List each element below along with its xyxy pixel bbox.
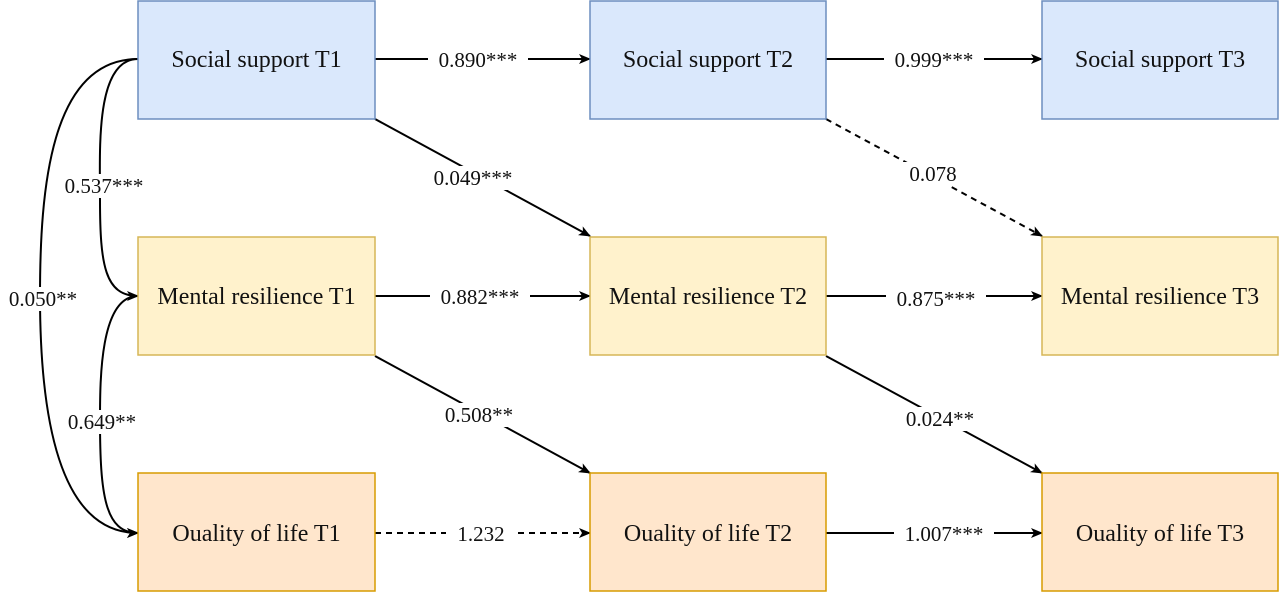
edge-label-mr1-ql1: 0.649** xyxy=(56,410,148,434)
edge-label-text: 0.890*** xyxy=(439,48,518,72)
edge-label-mr1-ql2: 0.508** xyxy=(433,403,525,427)
edge-label-text: 0.049*** xyxy=(434,166,513,190)
node-mental-resilience-t1: Mental resilience T1 xyxy=(137,236,376,356)
edge-label-text: 0.999*** xyxy=(895,48,974,72)
node-social-support-t2: Social support T2 xyxy=(589,0,827,120)
node-quality-of-life-t3: Ouality of life T3 xyxy=(1041,472,1279,592)
node-mental-resilience-t3: Mental resilience T3 xyxy=(1041,236,1279,356)
edge-label-text: 0.649** xyxy=(68,410,136,434)
edge-label-ss2-mr3: 0.078 xyxy=(900,162,966,186)
edge-label-ql2-ql3: 1.007*** xyxy=(894,522,994,546)
node-label: Ouality of life T2 xyxy=(624,521,792,547)
nodes: Social support T1 Social support T2 Soci… xyxy=(137,0,1279,592)
edge-label-ss1-ql1: 0.050** xyxy=(0,287,86,311)
node-quality-of-life-t2: Ouality of life T2 xyxy=(589,472,827,592)
node-label: Ouality of life T1 xyxy=(172,521,340,547)
edge-label-ss1-ss2: 0.890*** xyxy=(428,48,528,72)
edge-label-mr2-mr3: 0.875*** xyxy=(886,287,986,311)
node-social-support-t3: Social support T3 xyxy=(1041,0,1279,120)
edge-label-text: 0.050** xyxy=(9,287,77,311)
edge-label-ss2-ss3: 0.999*** xyxy=(884,48,984,72)
node-social-support-t1: Social support T1 xyxy=(137,0,376,120)
edge-label-mr2-ql3: 0.024** xyxy=(894,407,986,431)
edge-label-ql1-ql2: 1.232 xyxy=(446,522,516,546)
node-quality-of-life-t1: Ouality of life T1 xyxy=(137,472,376,592)
node-label: Mental resilience T1 xyxy=(157,284,355,310)
node-label: Ouality of life T3 xyxy=(1076,521,1244,547)
node-label: Social support T2 xyxy=(623,47,793,73)
edge-label-text: 0.508** xyxy=(445,403,513,427)
edge-label-text: 0.078 xyxy=(909,162,956,186)
edge-label-text: 0.537*** xyxy=(65,174,144,198)
edge-label-mr1-mr2: 0.882*** xyxy=(430,285,530,309)
edge-label-text: 0.882*** xyxy=(441,285,520,309)
node-label: Social support T1 xyxy=(171,47,341,73)
node-label: Social support T3 xyxy=(1075,47,1245,73)
edge-label-text: 0.875*** xyxy=(897,287,976,311)
node-label: Mental resilience T2 xyxy=(609,284,807,310)
edge-label-ss1-mr2: 0.049*** xyxy=(423,166,523,190)
edge-labels: 0.890*** 0.999*** 0.882*** 0.875*** 1.23… xyxy=(0,48,994,546)
edge-ss1-mr1 xyxy=(98,58,139,301)
edge-label-text: 1.007*** xyxy=(905,522,984,546)
edge-label-text: 1.232 xyxy=(457,522,504,546)
edge-label-text: 0.024** xyxy=(906,407,974,431)
edge-label-ss1-mr1: 0.537*** xyxy=(54,174,154,198)
node-mental-resilience-t2: Mental resilience T2 xyxy=(589,236,827,356)
node-label: Mental resilience T3 xyxy=(1061,284,1259,310)
